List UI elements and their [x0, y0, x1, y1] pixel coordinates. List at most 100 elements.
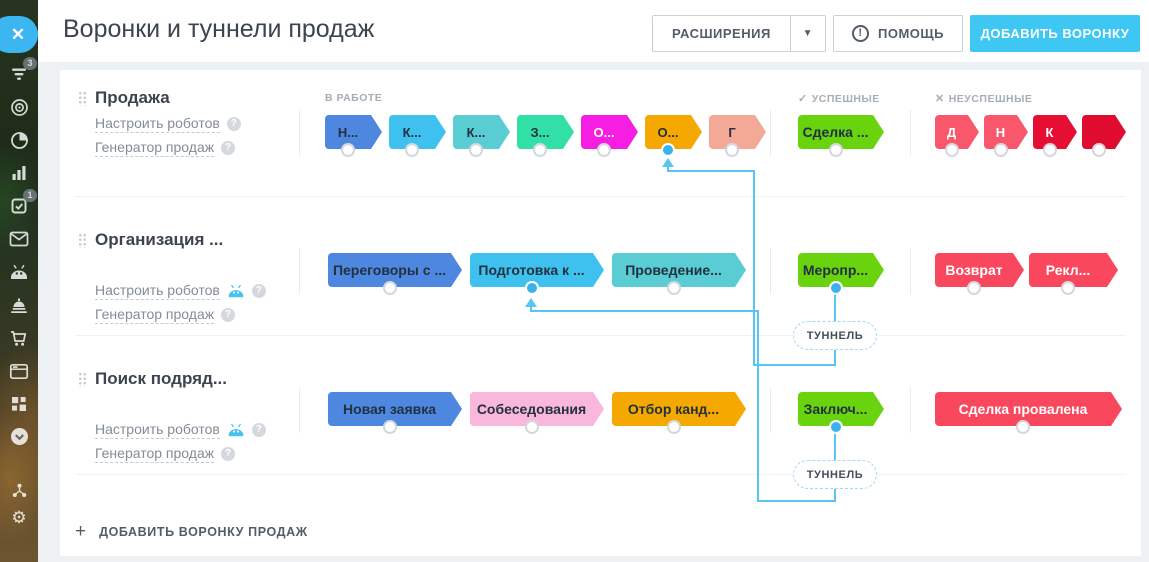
- stage-chip[interactable]: Г: [709, 115, 766, 149]
- stage-chip[interactable]: О...: [645, 115, 702, 149]
- add-funnel-button[interactable]: ДОБАВИТЬ ВОРОНКУ: [970, 15, 1140, 52]
- robot-icon: [227, 284, 245, 298]
- stage-connector-dot[interactable]: [405, 143, 419, 157]
- target-icon[interactable]: [0, 95, 38, 119]
- drag-handle-icon[interactable]: [78, 372, 87, 387]
- configure-robots-link[interactable]: Настроить роботов ?: [95, 282, 266, 300]
- service-bell-icon[interactable]: [0, 293, 38, 317]
- checklist-icon[interactable]: 1: [0, 189, 38, 218]
- stage-connector-dot[interactable]: [661, 143, 675, 157]
- stage-chip[interactable]: Возврат: [935, 253, 1024, 287]
- stage-chip[interactable]: Подготовка к ...: [470, 253, 604, 287]
- fail-stages: Сделка провалена: [935, 392, 1122, 434]
- funnel-row: Продажа Настроить роботов ? Генератор пр…: [60, 70, 1141, 196]
- stage-connector-dot[interactable]: [1016, 420, 1030, 434]
- help-circle-icon[interactable]: ?: [251, 284, 266, 298]
- funnel-title[interactable]: Продажа: [95, 88, 170, 107]
- widgets-grid-icon[interactable]: [0, 392, 38, 416]
- stage-connector-dot[interactable]: [944, 143, 959, 157]
- help-circle-icon[interactable]: ?: [221, 308, 236, 322]
- stage-chip[interactable]: Д: [935, 115, 979, 149]
- add-sales-funnel-button[interactable]: + ДОБАВИТЬ ВОРОНКУ ПРОДАЖ: [75, 522, 308, 541]
- stage-label: К...: [466, 124, 486, 140]
- stage-connector-dot[interactable]: [828, 420, 843, 434]
- stage-chip[interactable]: К...: [389, 115, 446, 149]
- help-circle-icon[interactable]: ?: [226, 117, 241, 131]
- stage-chip[interactable]: [1082, 115, 1126, 149]
- stage-connector-dot[interactable]: [382, 281, 397, 295]
- sales-generator-link[interactable]: Генератор продаж ?: [95, 445, 236, 463]
- stage-connector-dot[interactable]: [1091, 143, 1106, 157]
- stage-chip[interactable]: З...: [517, 115, 574, 149]
- bar-chart-icon[interactable]: [0, 161, 38, 185]
- stage-connector-dot[interactable]: [1061, 281, 1075, 295]
- stage-label: Меропр...: [802, 262, 869, 278]
- help-circle-icon[interactable]: ?: [221, 447, 236, 461]
- stage-connector-dot[interactable]: [967, 281, 981, 295]
- stage-chip[interactable]: Н: [984, 115, 1028, 149]
- in-progress-stages: Н...К...К...З...О...О...Г: [325, 115, 766, 157]
- help-button[interactable]: ! ПОМОЩЬ: [833, 15, 963, 52]
- stage-connector-dot[interactable]: [341, 143, 355, 157]
- drag-handle-icon[interactable]: [78, 233, 87, 248]
- stage-chip[interactable]: Сделка ...: [798, 115, 884, 149]
- tunnel-badge-label: ТУННЕЛЬ: [806, 329, 864, 342]
- configure-robots-link[interactable]: Настроить роботов ?: [95, 115, 241, 133]
- configure-robots-link[interactable]: Настроить роботов ?: [95, 421, 266, 439]
- tunnel-badge[interactable]: ТУННЕЛЬ: [793, 460, 877, 489]
- funnel-title[interactable]: Организация ...: [95, 230, 224, 249]
- stage-chip[interactable]: Переговоры с ...: [328, 253, 462, 287]
- time-clock-icon[interactable]: [0, 128, 38, 152]
- tunnel-line-b: [758, 500, 836, 502]
- stage-chip[interactable]: Рекл...: [1029, 253, 1118, 287]
- robot-icon[interactable]: [0, 260, 38, 284]
- stage-chip[interactable]: Новая заявка: [328, 392, 462, 426]
- column-divider: [910, 387, 911, 433]
- stage-connector-dot[interactable]: [469, 143, 483, 157]
- stage-chip[interactable]: Заключ...: [798, 392, 884, 426]
- mail-icon[interactable]: [0, 227, 38, 251]
- stage-label: К...: [402, 124, 422, 140]
- stage-connector-dot[interactable]: [597, 143, 611, 157]
- funnel-title[interactable]: Поиск подряд...: [95, 369, 227, 388]
- sales-generator-link[interactable]: Генератор продаж ?: [95, 139, 236, 157]
- stage-chip[interactable]: К: [1033, 115, 1077, 149]
- stage-label: К: [1045, 124, 1054, 140]
- gear-icon[interactable]: ⚙: [11, 507, 27, 527]
- stage-chip[interactable]: Собеседования: [470, 392, 604, 426]
- extensions-button[interactable]: РАСШИРЕНИЯ ▼: [652, 15, 826, 52]
- stage-chip[interactable]: Меропр...: [798, 253, 884, 287]
- cart-icon[interactable]: [0, 326, 38, 350]
- sales-generator-link[interactable]: Генератор продаж ?: [95, 306, 236, 324]
- share-nodes-icon[interactable]: [0, 478, 38, 502]
- stage-chip[interactable]: Проведение...: [612, 253, 746, 287]
- stage-label: Возврат: [945, 262, 1003, 278]
- stage-chip[interactable]: О...: [581, 115, 638, 149]
- stage-connector-dot[interactable]: [1042, 143, 1057, 157]
- help-circle-icon[interactable]: ?: [251, 423, 266, 437]
- close-sidebar-button[interactable]: ✕: [0, 16, 38, 53]
- stage-connector-dot[interactable]: [828, 281, 843, 295]
- help-circle-icon[interactable]: ?: [221, 141, 236, 155]
- chevron-down-icon[interactable]: ▼: [789, 16, 825, 51]
- stage-chip[interactable]: Сделка провалена: [935, 392, 1122, 426]
- stage-connector-dot[interactable]: [828, 143, 843, 157]
- stage-connector-dot[interactable]: [993, 143, 1008, 157]
- stage-connector-dot[interactable]: [666, 420, 681, 434]
- chevron-down-circle-icon[interactable]: [0, 424, 38, 448]
- stage-connector-dot[interactable]: [524, 281, 539, 295]
- stage-connector-dot[interactable]: [666, 281, 681, 295]
- stage-chip[interactable]: Отбор канд...: [612, 392, 746, 426]
- stage-connector-dot[interactable]: [533, 143, 547, 157]
- drag-handle-icon[interactable]: [78, 91, 87, 106]
- stage-connector-dot[interactable]: [382, 420, 397, 434]
- close-icon: ✕: [10, 24, 26, 44]
- browser-window-icon[interactable]: [0, 359, 38, 383]
- stage-chip[interactable]: Н...: [325, 115, 382, 149]
- tasks-filter-icon[interactable]: 3: [0, 57, 38, 86]
- stage-connector-dot[interactable]: [725, 143, 739, 157]
- left-sidebar: ✕ 3 1 ⚙: [0, 0, 38, 562]
- stage-connector-dot[interactable]: [524, 420, 539, 434]
- stage-chip[interactable]: К...: [453, 115, 510, 149]
- tunnel-badge[interactable]: ТУННЕЛЬ: [793, 321, 877, 350]
